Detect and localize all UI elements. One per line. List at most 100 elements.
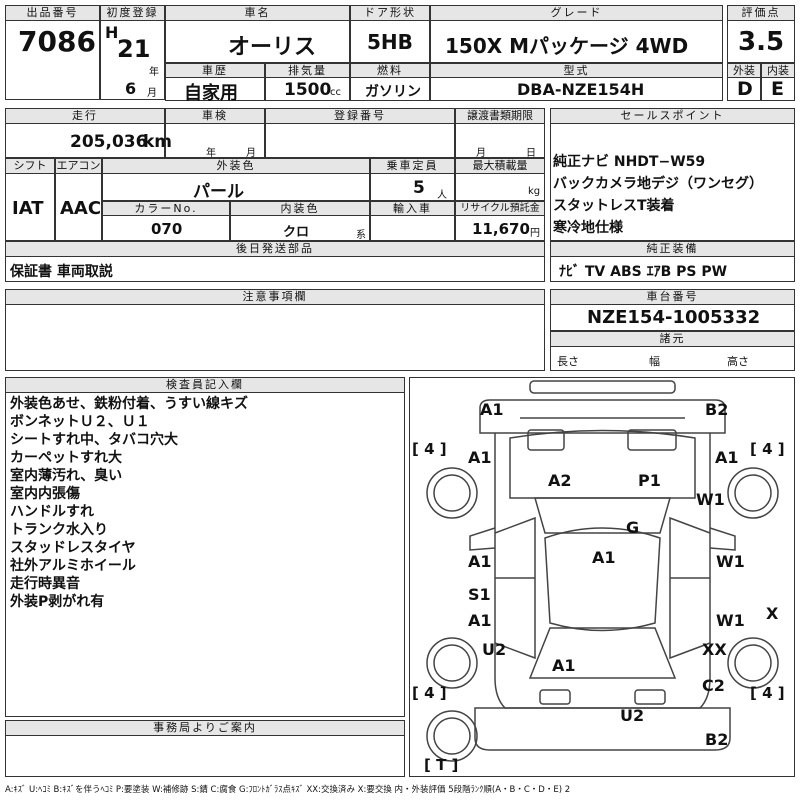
mark-door-rear-left: A1	[468, 611, 492, 630]
remark-line: 外装色あせ、鉄粉付着、うすい線キズ	[10, 396, 248, 412]
reg-month: 6	[125, 79, 137, 98]
first-registration-label: 初度登録	[100, 5, 165, 21]
transfer-docs-box: 月 日	[455, 123, 545, 159]
door-type: 5HB	[367, 30, 413, 54]
model: DBA-NZE154H	[517, 80, 645, 99]
legend: A:ｷｽﾞ U:ﾍｺﾐ B:ｷｽﾞを伴うﾍｺﾐ P:要塗装 W:補修跡 S:錆 …	[5, 785, 571, 795]
chassis-number-box: NZE154-1005332	[550, 304, 795, 331]
mileage-box: 205,036 km	[5, 123, 172, 158]
mileage: 205,036	[70, 132, 148, 152]
sales-points-box: 純正ナビ NHDT−W59 バックカメラ地デジ（ワンセグ） スタットレスT装着 …	[550, 123, 795, 241]
car-name: オーリス	[228, 35, 317, 60]
mark-door-rear-right: W1	[716, 611, 745, 630]
mark-fender-left: A1	[468, 448, 492, 467]
remark-line: シートすれ中、タバコ穴大	[10, 432, 178, 448]
sales-point: スタットレスT装着	[553, 198, 675, 214]
score-label: 評価点	[727, 5, 795, 21]
mark-quarter-left: U2	[482, 640, 507, 659]
car-name-box: オーリス	[165, 20, 350, 63]
mark-front-bumper-right: B2	[705, 400, 729, 419]
remark-line: 社外アルミホイール	[10, 558, 136, 574]
after-parts-box: 保証書 車両取説	[5, 256, 545, 282]
model-label: 型式	[430, 63, 723, 78]
recycle-label: リサイクル預託金	[455, 201, 545, 216]
color-number-label: カラーNo.	[102, 201, 230, 216]
max-load-label: 最大積載量	[455, 158, 545, 174]
spec-height: 高さ	[727, 355, 749, 368]
inspector-remarks-label: 検査員記入欄	[5, 377, 405, 393]
mark-hood-left: A2	[548, 471, 572, 490]
sales-point: 純正ナビ NHDT−W59	[553, 154, 706, 170]
ac: AAC	[60, 198, 102, 219]
registration-number-label: 登録番号	[265, 108, 455, 124]
mark-rear-bumper: B2	[705, 730, 729, 749]
mark-door-front-left: A1	[468, 552, 492, 571]
sales-point: 寒冷地仕様	[553, 220, 623, 236]
era: H	[105, 23, 119, 42]
ac-box: AAC	[55, 173, 102, 241]
fuel: ガソリン	[365, 84, 421, 100]
car-name-label: 車名	[165, 5, 350, 21]
after-parts: 保証書 車両取説	[10, 264, 113, 280]
reg-year-unit: 年	[149, 67, 159, 78]
capacity-box: 5 人	[370, 173, 455, 201]
remark-line: 外装P剥がれ有	[10, 594, 105, 610]
genuine-equipment-box: ﾅﾋﾞ TV ABS ｴｱB PS PW	[550, 256, 795, 282]
fuel-box: ガソリン	[350, 77, 430, 101]
notes-box	[5, 304, 545, 371]
recycle-amount: 11,670	[472, 220, 530, 238]
mark-quarter-right: XX	[702, 640, 727, 659]
interior-grade-box: E	[761, 77, 795, 101]
remark-line: 走行時異音	[10, 576, 80, 592]
interior-color: クロ	[283, 225, 310, 240]
import-label: 輸入車	[370, 201, 455, 216]
interior-grade: E	[771, 78, 784, 100]
grade: 150X Mパッケージ 4WD	[445, 34, 689, 58]
mark-front-bumper-left: A1	[480, 400, 504, 419]
displacement: 1500	[284, 80, 332, 100]
first-registration-box: H 21 年 6 月	[100, 20, 165, 100]
shift: IAT	[12, 198, 44, 219]
displacement-unit: cc	[330, 87, 341, 98]
mark-roof: A1	[592, 548, 616, 567]
fuel-label: 燃料	[350, 63, 430, 78]
sales-point: バックカメラ地デジ（ワンセグ）	[553, 176, 763, 192]
max-load-box: kg	[455, 173, 545, 201]
inspection-month: 月	[246, 148, 256, 159]
transfer-month: 月	[476, 148, 486, 159]
reg-year: 21	[117, 35, 151, 63]
registration-number-box	[265, 123, 455, 158]
score-box: 3.5	[727, 20, 795, 63]
displacement-box: 1500 cc	[265, 77, 350, 101]
mileage-label: 走行	[5, 108, 165, 124]
mark-spare-tire: [ T ]	[424, 756, 459, 774]
history: 自家用	[184, 83, 238, 104]
score: 3.5	[738, 27, 785, 57]
door-box: 5HB	[350, 20, 430, 63]
mark-windshield: G	[626, 518, 640, 537]
genuine-equipment-label: 純正装備	[550, 241, 795, 257]
recycle-box: 11,670 円	[455, 215, 545, 241]
grade-label: グレード	[430, 5, 723, 21]
sales-points-label: セールスポイント	[550, 108, 795, 124]
mark-door-front-right: W1	[716, 552, 745, 571]
color-number-box: 070	[102, 215, 230, 241]
history-box: 自家用	[165, 77, 265, 104]
specs-box: 長さ 幅 高さ	[550, 346, 795, 371]
damage-diagram: A1 B2 [ 4 ] [ 4 ] A1 A1 A2 P1 W1 G A1 A1…	[409, 377, 795, 777]
transfer-day: 日	[526, 148, 536, 159]
office-guide-box	[5, 735, 405, 777]
exterior-grade-label: 外装	[727, 63, 761, 78]
remark-line: ボンネットＵ２、Ｕ１	[10, 414, 150, 430]
mark-tire-rear-right: [ 4 ]	[750, 684, 785, 702]
exterior-color: パール	[193, 182, 244, 202]
chassis-number-label: 車台番号	[550, 289, 795, 305]
capacity-label: 乗車定員	[370, 158, 455, 174]
ac-label: エアコン	[55, 158, 102, 174]
mark-tire-rear-left: [ 4 ]	[412, 684, 447, 702]
shift-label: シフト	[5, 158, 55, 174]
genuine-equipment: ﾅﾋﾞ TV ABS ｴｱB PS PW	[559, 264, 728, 280]
max-load-unit: kg	[528, 186, 541, 197]
chassis-number: NZE154-1005332	[587, 307, 761, 328]
inspector-remarks-box: 外装色あせ、鉄粉付着、うすい線キズ ボンネットＵ２、Ｕ１ シートすれ中、タバコ穴…	[5, 392, 405, 717]
